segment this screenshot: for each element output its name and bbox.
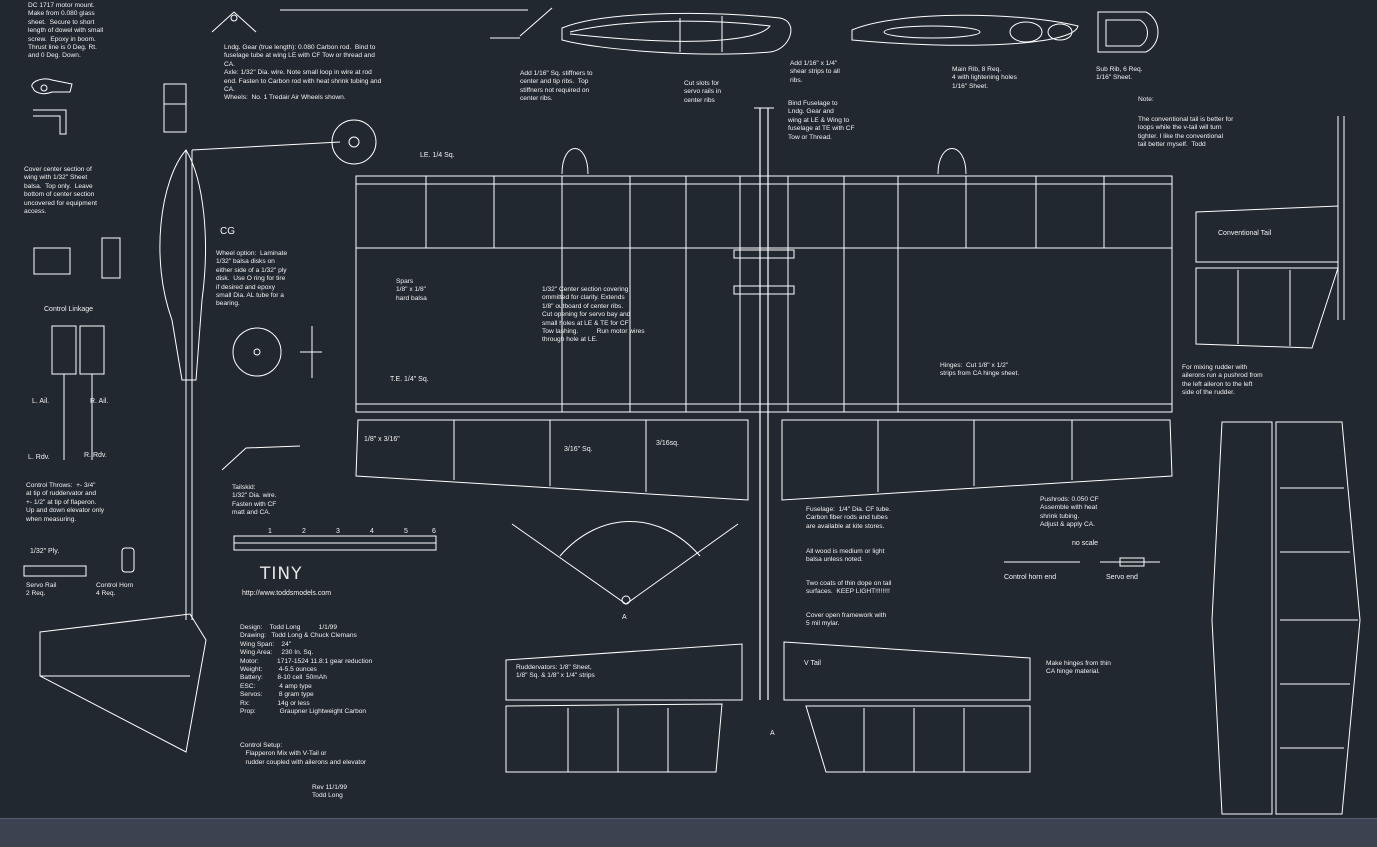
servo-hump-right: [938, 149, 966, 175]
pushrods-note: Pushrods: 0.050 CF Assemble with heat sh…: [1040, 496, 1099, 529]
motor-side: [164, 84, 186, 132]
control-horn-label: Control Horn 4 Req.: [96, 582, 134, 598]
tail-preference-note: The conventional tail is better for loop…: [1138, 116, 1234, 149]
control-horn-part: [122, 548, 134, 572]
stiffener-note: Add 1/16" Sq. stiffners to center and ti…: [520, 70, 593, 103]
wing-root-profile: [160, 150, 206, 380]
revision-note: Rev 11/1/99 Todd Long: [312, 784, 348, 800]
scale-tick-4: 4: [370, 528, 374, 535]
servo-rail: [24, 566, 86, 576]
stabilizer-planform: [1212, 422, 1272, 814]
ruddervator-left: [506, 644, 742, 700]
vtail-label: V Tail: [804, 660, 821, 667]
dim-label-2: 3/16" Sq.: [564, 446, 593, 453]
vtail-section: [512, 524, 738, 604]
control-setup-note: Control Setup: Flapperon Mix with V-Tail…: [240, 742, 367, 766]
servo-end-label: Servo end: [1106, 574, 1138, 581]
website-url: http://www.toddsmodels.com: [242, 590, 332, 597]
r-ail-label: R. Ail.: [90, 398, 109, 405]
te-label: T.E. 1/4" Sq.: [390, 376, 429, 383]
stab-side: [40, 614, 206, 752]
control-horn-end-label: Control horn end: [1004, 574, 1057, 581]
hinges-note: Hinges: Cut 1/8" x 1/2" strips from CA h…: [940, 362, 1020, 378]
servo-hump-left: [562, 149, 588, 175]
ruddervators-note: Ruddervators: 1/8" Sheet, 1/8" Sq. & 1/8…: [516, 664, 595, 680]
drawing-lines: [0, 0, 1377, 818]
scale-tick-2: 2: [302, 528, 306, 535]
drawing-title: TINY: [260, 564, 303, 584]
sub-rib: [1098, 12, 1158, 52]
scale-tick-3: 3: [336, 528, 340, 535]
scale-tick-6: 6: [432, 528, 436, 535]
r-rdv-label: R. Rdv.: [84, 452, 107, 459]
conventional-tail-label: Conventional Tail: [1218, 230, 1272, 237]
control-throws-note: Control Throws: +- 3/4" at tip of rudder…: [26, 482, 105, 523]
center-section-note: 1/32" Center section covering ommitted f…: [542, 286, 645, 344]
wing-planform: [356, 176, 1172, 412]
section-a-label: A: [622, 614, 627, 621]
wheel-option-note: Wheel option: Laminate 1/32" balsa disks…: [216, 250, 288, 308]
spars-note: Spars 1/8" x 1/8" hard balsa: [396, 278, 427, 302]
no-scale-label: no scale: [1072, 540, 1099, 547]
sub-rib-note: Sub Rib, 6 Req. 1/16" Sheet.: [1096, 66, 1143, 82]
left-aileron: [356, 420, 748, 500]
l-rdv-label: L. Rdv.: [28, 454, 50, 461]
main-rib-profile: [562, 13, 791, 54]
wood-note: All wood is medium or light balsa unless…: [806, 548, 885, 564]
right-aileron: [782, 420, 1172, 500]
cover-center-note: Cover center section of wing with 1/32" …: [24, 166, 97, 216]
mylar-note: Cover open framework with 5 mil mylar.: [806, 612, 887, 628]
tailskid-note: Tailskid: 1/32" Dia. wire. Fasten with C…: [232, 484, 277, 517]
shear-strips-note: Add 1/16" x 1/4" shear strips to all rib…: [790, 60, 840, 84]
ply-label: 1/32" Ply.: [30, 548, 60, 555]
motor-mount-side: [33, 110, 66, 134]
mixing-note: For mixing rudder with ailerons run a pu…: [1182, 364, 1263, 397]
scale-tick-1: 1: [268, 528, 272, 535]
note-header: Note:: [1138, 96, 1154, 103]
wheel-side: [332, 120, 376, 164]
fuselage-note: Fuselage: 1/4" Dia. CF tube. Carbon fibe…: [806, 506, 891, 530]
dim-label-3: 3/16sq.: [656, 440, 679, 447]
motor-mount-note: DC 1717 motor mount. Make from 0.080 gla…: [28, 2, 104, 60]
main-ribs-note: Main Rib, 8 Req. 4 with lightening holes…: [952, 66, 1017, 90]
main-rib-holes: [852, 15, 1078, 45]
landing-gear-note: Lndg. Gear (true length): 0.080 Carbon r…: [224, 44, 382, 102]
ruddervator-right-frame: [806, 706, 1030, 772]
servo-icon: [34, 248, 70, 274]
ruddervator-right: [784, 642, 1030, 700]
ruddervator-left-frame: [506, 704, 722, 772]
control-linkage-label: Control Linkage: [44, 306, 94, 313]
cg-label: CG: [220, 226, 235, 237]
specs-block: Design: Todd Long 1/1/99 Drawing: Todd L…: [240, 624, 373, 716]
servo-slots-note: Cut slots for servo rails in center ribs: [684, 80, 722, 104]
servo-rail-label: Servo Rail 2 Req.: [26, 582, 57, 598]
cad-drawing-canvas: DC 1717 motor mount. Make from 0.080 gla…: [0, 0, 1377, 818]
dope-note: Two coats of thin dope on tail surfaces.…: [806, 580, 892, 596]
bind-fuselage-note: Bind Fuselage to Lndg. Gear and wing at …: [788, 100, 855, 141]
section-a-label-2: A: [770, 730, 775, 737]
le-label: LE. 1/4 Sq.: [420, 152, 455, 159]
motor-mount-part: [32, 79, 72, 94]
dim-label-1: 1/8" x 3/16": [364, 436, 400, 443]
scale-tick-5: 5: [404, 528, 408, 535]
status-bar: [0, 818, 1377, 847]
l-ail-label: L. Ail.: [32, 398, 50, 405]
hinge-material-note: Make hinges from thin CA hinge material.: [1046, 660, 1111, 676]
wheel-option: [233, 328, 281, 376]
